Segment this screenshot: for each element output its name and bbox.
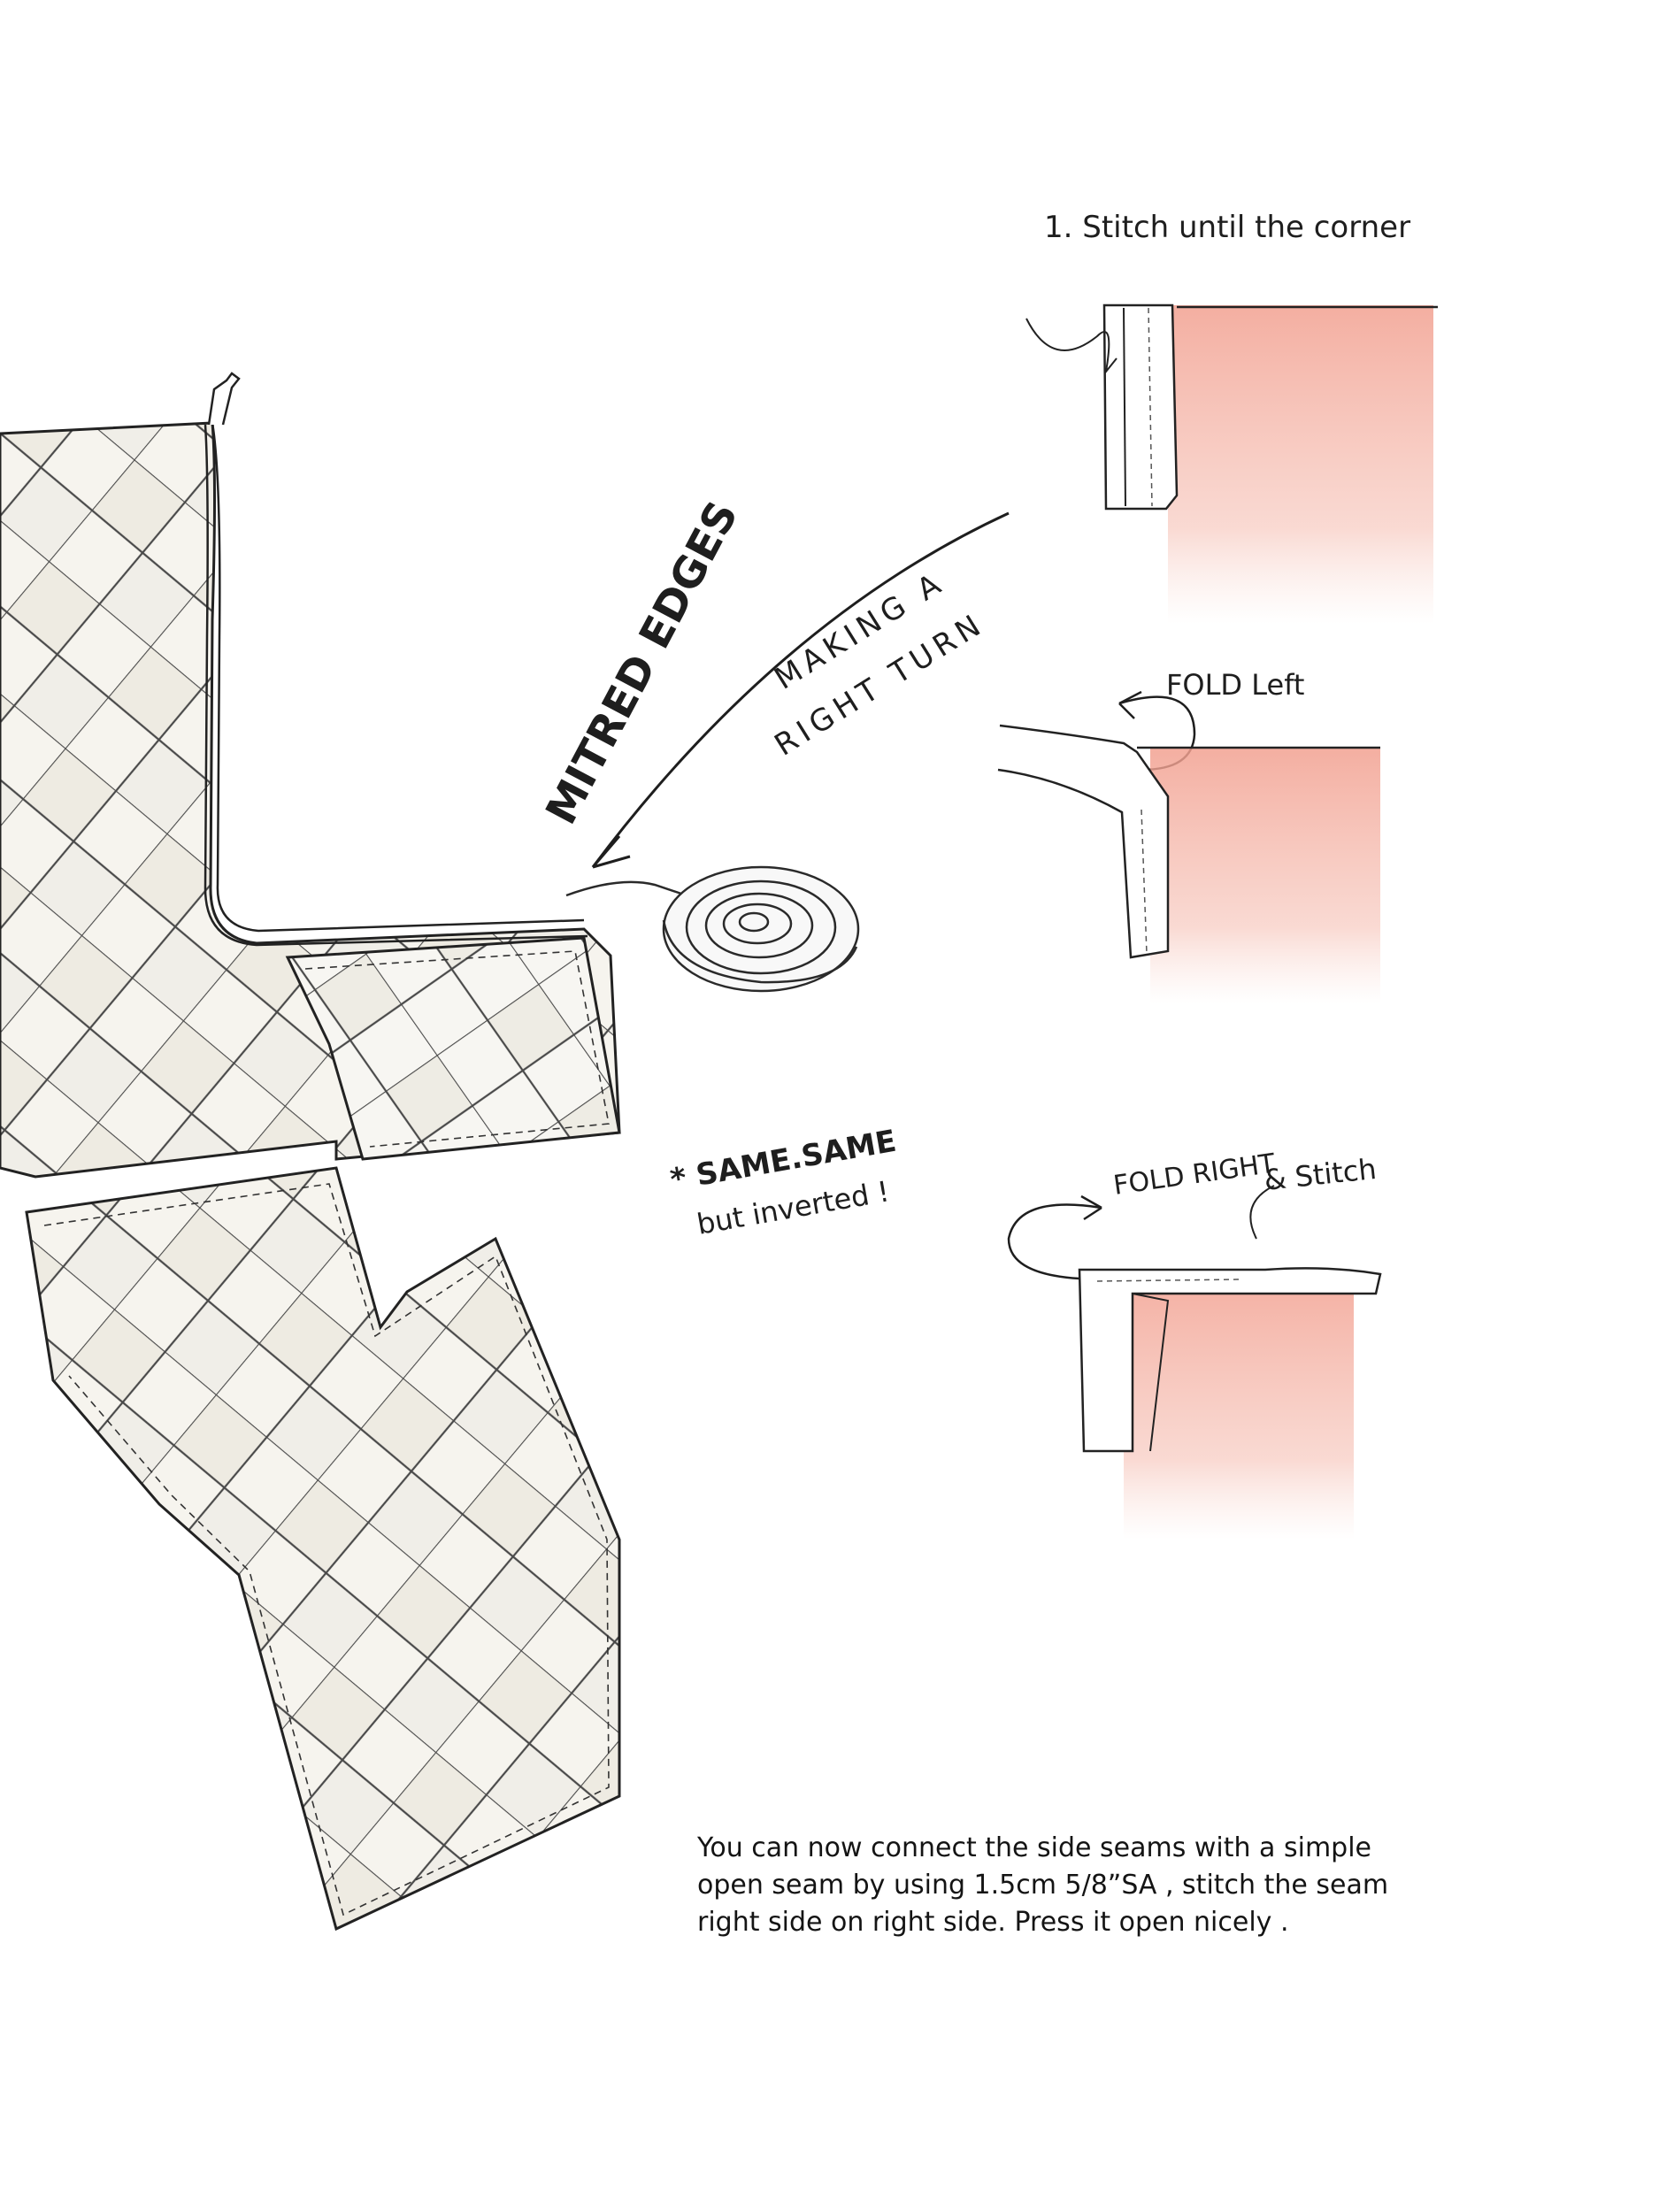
tape-roll-icon bbox=[565, 865, 860, 993]
instructions-line-3: right side on right side. Press it open … bbox=[697, 1907, 1289, 1938]
fold-right-diagram: FOLD RIGHT & Stitch bbox=[1007, 1148, 1382, 1540]
mitred-edges-title: MITRED EDGES bbox=[536, 494, 748, 833]
instructions-line-2: open seam by using 1.5cm 5/8”SA , stitch… bbox=[697, 1870, 1389, 1901]
instructions-line-1: You can now connect the side seams with … bbox=[697, 1832, 1371, 1863]
fold-left-diagram: FOLD Left bbox=[997, 668, 1380, 1004]
garment-middle-piece bbox=[285, 936, 621, 1161]
and-stitch-label: & Stitch bbox=[1263, 1152, 1379, 1197]
fold-right-label: FOLD RIGHT bbox=[1111, 1148, 1278, 1202]
step1-diagram: 1. Stitch until the corner bbox=[1025, 210, 1438, 624]
garment-lower-piece bbox=[25, 1166, 621, 1932]
fold-left-label: FOLD Left bbox=[1166, 668, 1304, 702]
step1-label: 1. Stitch until the corner bbox=[1044, 210, 1410, 245]
instructions-paragraph: You can now connect the side seams with … bbox=[697, 1830, 1476, 1941]
turn-arrow-icon bbox=[591, 511, 1010, 869]
